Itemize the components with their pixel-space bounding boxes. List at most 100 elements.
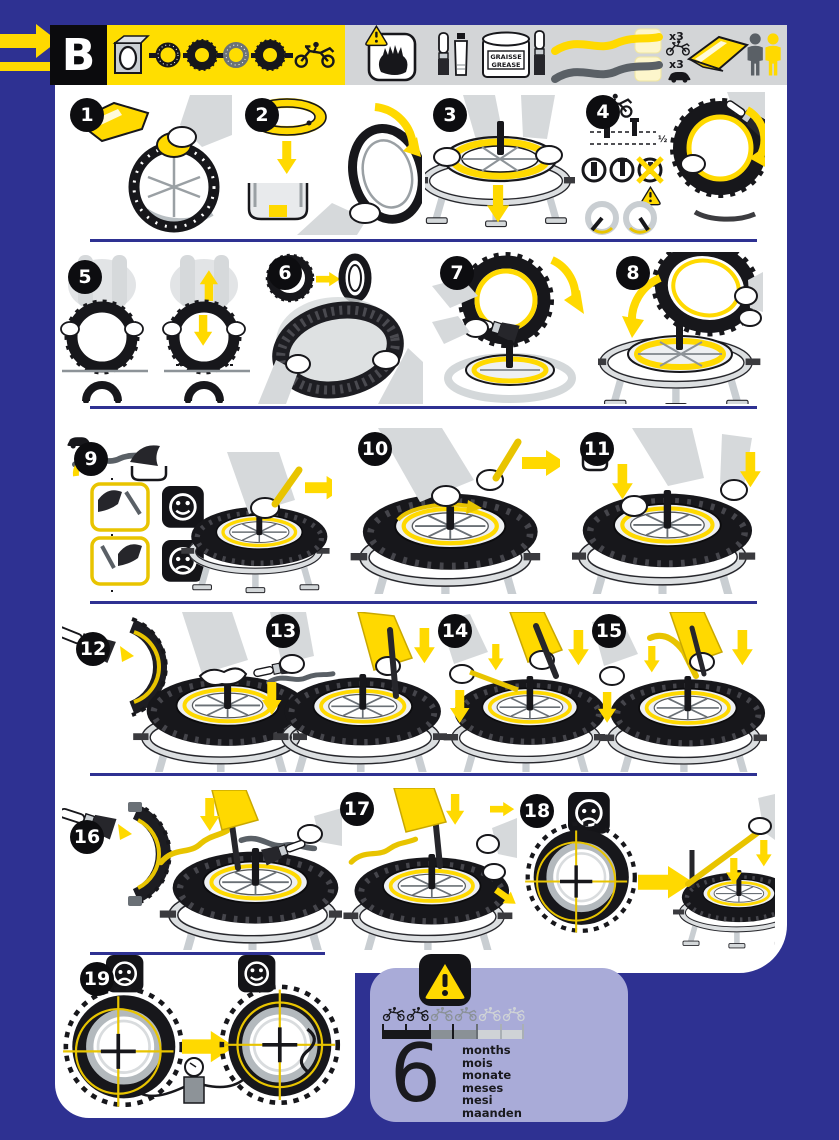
smiley-ok-icon xyxy=(160,484,206,530)
step-10-illustration xyxy=(350,428,560,594)
tire xyxy=(66,301,138,373)
small-car-icon xyxy=(668,72,691,83)
hand xyxy=(680,154,706,174)
step-number-16: 16 xyxy=(70,820,104,854)
tire xyxy=(168,301,240,373)
tire-lever xyxy=(349,839,417,862)
arm xyxy=(258,360,298,404)
step-16-illustration xyxy=(62,790,342,950)
step-number-18: 18 xyxy=(520,794,554,828)
motorcycle-icon xyxy=(406,1006,429,1022)
duration-number: 6 xyxy=(390,1027,441,1120)
step-2-fit-rim-band xyxy=(237,95,422,235)
step-number-3: 3 xyxy=(433,98,467,132)
row-divider xyxy=(90,773,757,776)
step-number-17: 17 xyxy=(340,792,374,826)
row-divider xyxy=(90,601,757,604)
arm xyxy=(182,612,248,674)
duration-unit-en: months xyxy=(462,1043,511,1057)
step-12-grease-second-bead xyxy=(62,612,307,772)
right-arrow-icon xyxy=(522,450,560,476)
duration-unit-es: meses xyxy=(462,1080,504,1095)
protective-gloves-icon xyxy=(365,25,417,82)
right-arrow-icon xyxy=(182,1031,235,1063)
tire-lever xyxy=(689,625,707,677)
duration-units: months mois monate meses mesi maanden xyxy=(462,1044,522,1119)
tire-icon xyxy=(254,39,286,71)
step-number-10: 10 xyxy=(358,432,392,466)
hand xyxy=(433,147,461,167)
step-7-grease-tire-bead xyxy=(432,252,590,404)
step-17-seat-final-bead xyxy=(342,788,517,950)
down-arrow-icon xyxy=(194,315,213,346)
grease-brush-icon xyxy=(534,30,545,75)
hand xyxy=(167,126,197,148)
step-3-place-wheel-on-stand xyxy=(425,95,575,237)
duration-unit-it: mesi xyxy=(462,1093,493,1107)
hand xyxy=(297,824,323,844)
wheel-rim xyxy=(442,121,558,183)
hand xyxy=(720,479,748,501)
wheel-below xyxy=(444,340,576,403)
hand xyxy=(599,666,625,686)
motorcycle-icon xyxy=(382,1006,405,1022)
hand xyxy=(372,350,400,370)
bead-cross-section xyxy=(130,445,168,482)
hand xyxy=(279,654,305,674)
wheel-on-stand xyxy=(173,848,339,924)
frowny-bad-icon xyxy=(566,790,612,836)
wheel-crosshair-centered xyxy=(222,987,338,1103)
down-arrow-icon xyxy=(277,141,297,174)
down-arrow-icon xyxy=(568,630,589,666)
step-16-grease-and-levers xyxy=(62,790,342,950)
right-arrow-icon xyxy=(316,272,341,287)
motorcycle-icon xyxy=(502,1006,525,1022)
step-number-6: 6 xyxy=(268,256,302,290)
tire-levers-icon: x3 x3 xyxy=(555,28,691,83)
step-4-valve-check-and-grease: ½ xyxy=(580,92,765,238)
step-8-place-tire-on-rim xyxy=(598,252,763,404)
sequence-dash-icon xyxy=(285,53,293,58)
valve-type-2 xyxy=(609,157,635,183)
hand xyxy=(620,495,648,517)
step-12-illustration xyxy=(62,612,307,772)
rim-cross-section xyxy=(247,183,309,221)
step-number-13: 13 xyxy=(266,614,300,648)
tire-lever xyxy=(268,674,332,683)
valve-depth-label: ½ xyxy=(658,134,667,145)
rim-band-icon xyxy=(223,42,249,68)
timeline-bar xyxy=(382,1024,524,1039)
arm xyxy=(463,95,503,143)
motorcycle-icon xyxy=(430,1006,453,1022)
tire-lever xyxy=(533,623,559,679)
tire-icon xyxy=(186,39,218,71)
adult-person-icon xyxy=(747,33,763,76)
cloth-icon xyxy=(686,35,750,72)
child-person-icon xyxy=(765,33,781,76)
duration-unit-fr: mois xyxy=(462,1055,493,1070)
down-arrow-icon xyxy=(262,682,282,715)
down-arrow-icon xyxy=(612,464,633,500)
warning-icon xyxy=(417,952,473,1008)
step-3-illustration xyxy=(425,95,575,237)
step-number-9: 9 xyxy=(74,442,108,476)
wheel-on-stand xyxy=(583,490,752,567)
wheel-on-stand xyxy=(285,674,441,745)
carton-box-icon xyxy=(112,35,150,74)
down-arrow-icon xyxy=(446,794,465,825)
duration-unit-nl: maanden xyxy=(462,1105,522,1120)
rim-section-right xyxy=(623,201,657,235)
sequence-dash-icon xyxy=(217,53,225,58)
gloved-arm xyxy=(357,612,414,671)
step-6-flip-and-flex-tire xyxy=(258,252,423,404)
hand xyxy=(463,318,489,338)
valve-type-1 xyxy=(581,157,607,183)
bead-seating-tool xyxy=(685,825,767,887)
assembly-sequence-icons xyxy=(112,35,335,74)
grease-jar-icon: GRAISSE GREASE xyxy=(482,30,545,78)
rim-section-left xyxy=(585,201,619,235)
tools-strip: GRAISSE GREASE x3 x3 xyxy=(345,25,787,85)
hand xyxy=(734,286,758,306)
down-arrow-icon xyxy=(732,630,753,666)
